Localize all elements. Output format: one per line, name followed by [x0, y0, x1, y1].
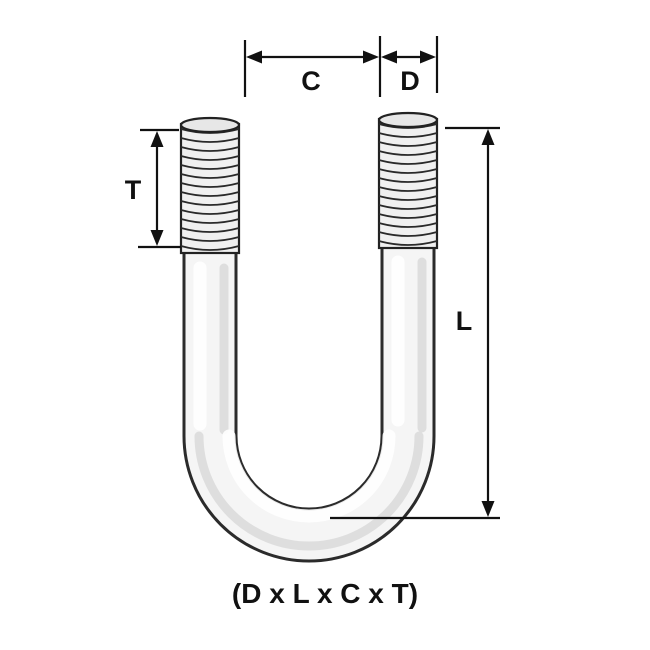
left-thread-section — [179, 116, 241, 255]
dimension-l-arrow-up — [481, 129, 495, 145]
dimension-c-label: C — [301, 66, 321, 96]
dimension-d-arrow-left — [381, 50, 397, 64]
dimension-t-arrow-up — [150, 131, 164, 147]
right-thread-section — [377, 111, 439, 250]
left-thread-body — [179, 122, 241, 255]
right-thread-cap — [377, 111, 439, 129]
dimension-l-label: L — [456, 306, 473, 336]
dimension-t-arrow-down — [150, 230, 164, 246]
dimension-l-arrow-down — [481, 501, 495, 517]
bolt-body — [185, 127, 433, 560]
dimension-l-extension-lines — [330, 126, 500, 520]
u-bolt-drawing — [182, 127, 436, 563]
dimension-t-label: T — [125, 175, 142, 205]
dimension-t-extension-lines — [138, 128, 181, 249]
dimension-l: L — [330, 126, 500, 520]
dimension-c-extension-lines — [243, 36, 382, 97]
dimension-d: D — [381, 36, 439, 96]
dimension-c-arrow-right — [363, 50, 379, 64]
dimension-d-arrow-right — [420, 50, 436, 64]
dimension-c-arrow-left — [246, 50, 262, 64]
diagram-caption: (D x L x C x T) — [232, 578, 418, 609]
dimension-d-label: D — [400, 66, 420, 96]
bolt-highlight — [193, 255, 405, 523]
dimension-c: C — [243, 36, 382, 97]
right-thread-body — [377, 117, 439, 250]
bolt-shading — [194, 257, 427, 551]
left-thread-cap — [179, 116, 241, 134]
dimension-t: T — [125, 128, 181, 249]
